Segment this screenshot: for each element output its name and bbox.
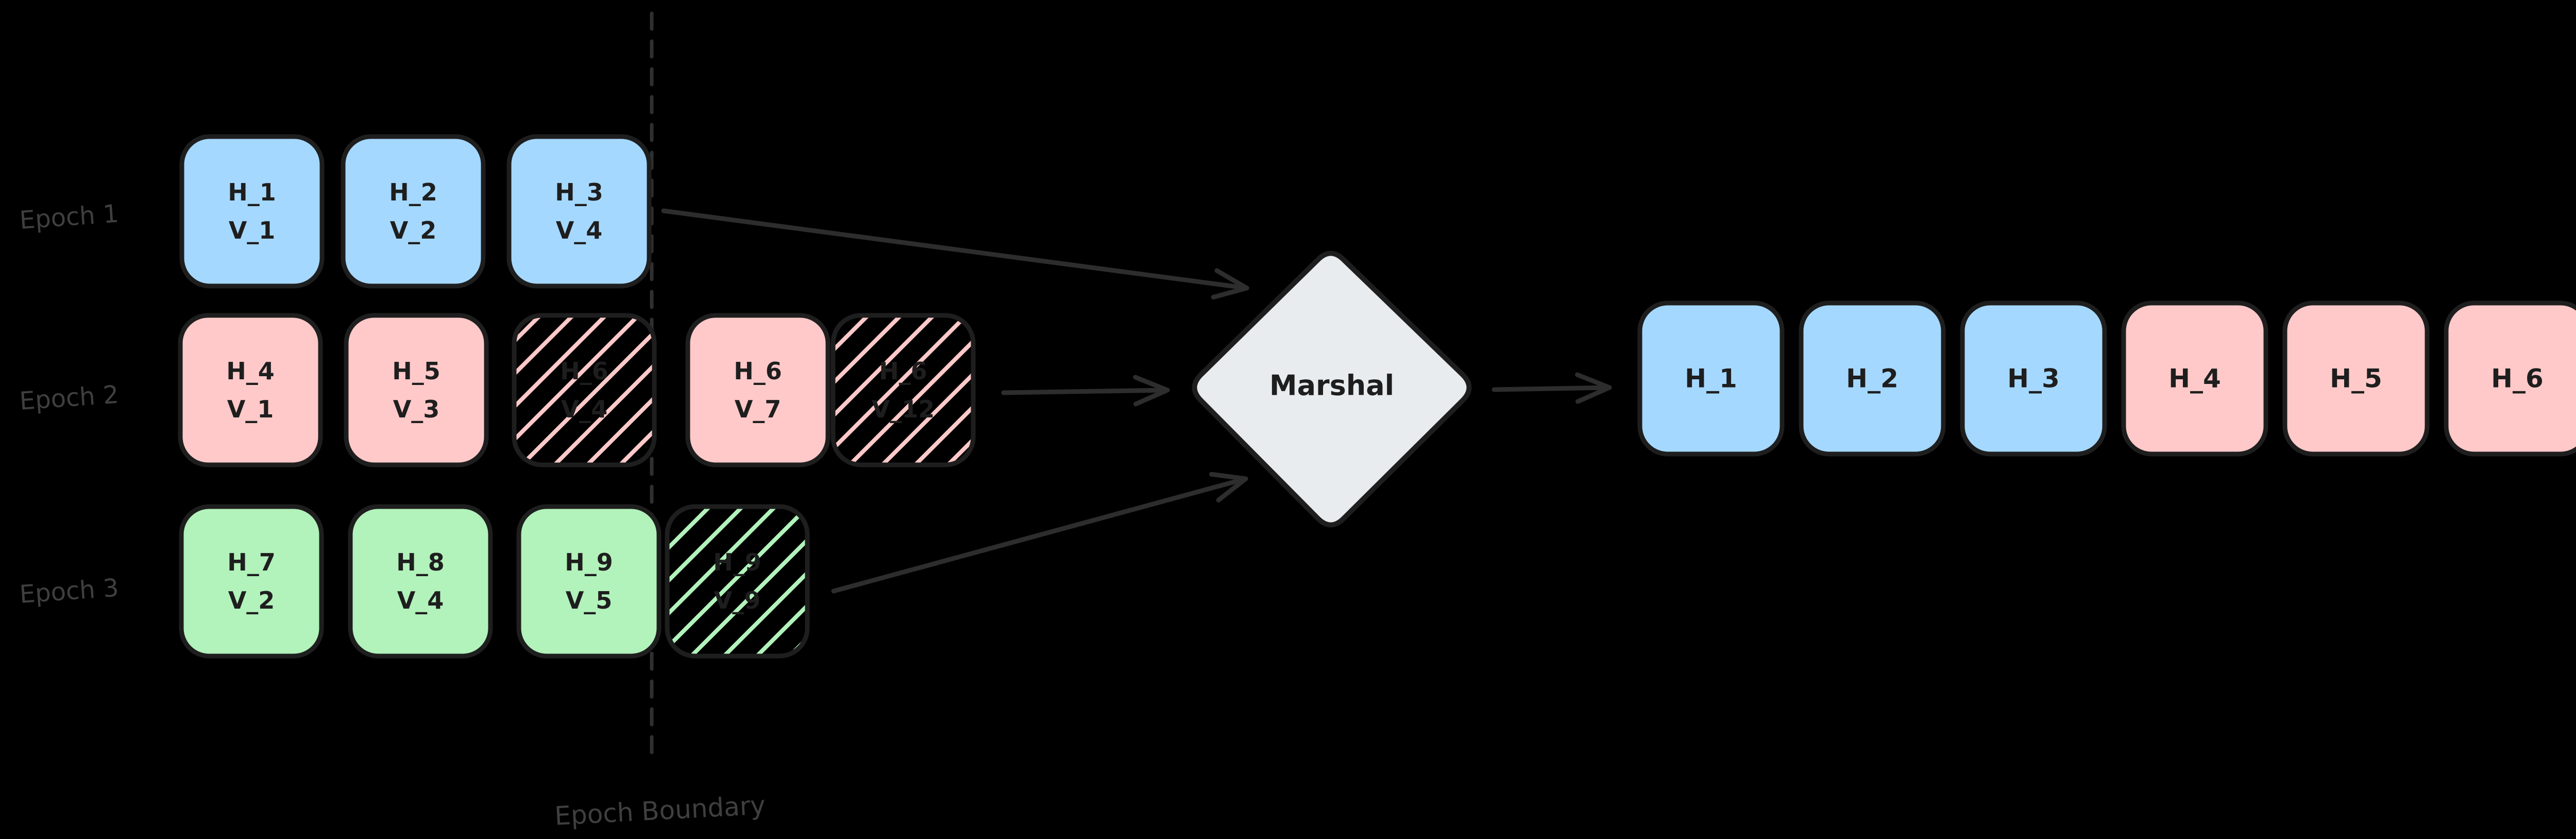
box-h-label: H_9 xyxy=(565,548,613,576)
output-box-label: H_5 xyxy=(2330,364,2382,394)
box-v-label: V_12 xyxy=(872,395,935,423)
epoch-box-rect xyxy=(685,313,831,467)
epoch-rows-group: H_1V_1H_2V_2H_3V_4H_4V_1H_5V_3H_6V_4H_6V… xyxy=(178,134,976,659)
output-box: H_6 xyxy=(2444,300,2576,457)
box-h-label: H_9 xyxy=(713,548,761,576)
epoch-box-discarded: H_6V_4 xyxy=(512,313,657,467)
epoch-3-label: Epoch 3 xyxy=(19,574,120,609)
box-h-label: H_8 xyxy=(396,548,445,576)
marshal-label: Marshal xyxy=(1269,370,1394,402)
box-v-label: V_5 xyxy=(566,586,613,614)
box-h-label: H_4 xyxy=(226,357,275,385)
epoch-box-rect xyxy=(348,504,493,659)
epoch-box-discarded: H_9V_9 xyxy=(665,504,810,659)
arrow-marshal-to-output xyxy=(1492,372,1612,404)
epoch-box: H_8V_4 xyxy=(348,504,493,659)
epoch-1-label: Epoch 1 xyxy=(19,199,120,235)
epoch-box-rect xyxy=(179,134,325,289)
output-box-rect xyxy=(1960,300,2107,457)
epoch-box: H_5V_3 xyxy=(344,313,489,467)
box-h-label: H_1 xyxy=(228,178,276,206)
epoch-box-rect xyxy=(344,313,489,467)
box-h-label: H_6 xyxy=(560,357,608,385)
output-box: H_1 xyxy=(1637,300,1785,457)
output-row-group: H_1H_2H_3H_4H_5H_6H_7H_8H_9 xyxy=(1637,300,2576,457)
output-box: H_2 xyxy=(1799,300,1946,457)
box-h-label: H_7 xyxy=(227,548,276,576)
output-box-rect xyxy=(2282,300,2430,457)
output-box-rect xyxy=(1799,300,1946,457)
arrow-epoch3-to-marshal xyxy=(831,472,1248,594)
box-h-label: H_6 xyxy=(734,357,782,385)
box-v-label: V_4 xyxy=(397,586,444,614)
epoch-box-rect xyxy=(512,313,657,467)
epoch-box: H_2V_2 xyxy=(341,134,486,289)
epoch-box: H_7V_2 xyxy=(179,504,324,659)
box-h-label: H_6 xyxy=(879,357,927,385)
epoch-boundary-label: Epoch Boundary xyxy=(554,790,766,831)
output-box-rect xyxy=(1637,300,1785,457)
epoch-box-rect xyxy=(506,134,652,289)
box-v-label: V_4 xyxy=(556,216,603,244)
epoch-box-rect xyxy=(178,313,323,467)
box-h-label: H_5 xyxy=(392,357,440,385)
arrow-epoch1-to-marshal xyxy=(661,208,1249,300)
box-v-label: V_1 xyxy=(229,216,276,244)
epoch-box: H_6V_7 xyxy=(685,313,831,467)
epoch-box-rect xyxy=(665,504,810,659)
box-v-label: V_3 xyxy=(393,395,440,423)
box-v-label: V_2 xyxy=(228,586,275,614)
output-box-rect xyxy=(2121,300,2268,457)
epoch-box: H_4V_1 xyxy=(178,313,323,467)
epoch-box-rect xyxy=(516,504,662,659)
box-h-label: H_3 xyxy=(555,178,603,206)
box-v-label: V_4 xyxy=(561,395,608,423)
epoch-box: H_3V_4 xyxy=(506,134,652,289)
epoch-box: H_1V_1 xyxy=(179,134,325,289)
marshal-diamond xyxy=(1192,250,1472,528)
output-box: H_5 xyxy=(2282,300,2430,457)
epoch-box-rect xyxy=(831,313,976,467)
box-h-label: H_2 xyxy=(389,178,437,206)
output-box-label: H_3 xyxy=(2007,364,2060,394)
box-v-label: V_1 xyxy=(227,395,274,423)
output-box-label: H_1 xyxy=(1685,364,1737,394)
arrow-epoch2-to-marshal xyxy=(1001,375,1170,407)
epoch-box-rect xyxy=(179,504,324,659)
output-box-label: H_2 xyxy=(1846,364,1899,394)
box-v-label: V_2 xyxy=(390,216,437,244)
marshal-node: Marshal xyxy=(1192,250,1472,528)
epoch-box-rect xyxy=(341,134,486,289)
output-box: H_4 xyxy=(2121,300,2268,457)
output-box-rect xyxy=(2444,300,2576,457)
epoch-box: H_9V_5 xyxy=(516,504,662,659)
box-v-label: V_7 xyxy=(735,395,782,423)
output-box-label: H_6 xyxy=(2491,364,2544,394)
epoch-box-discarded: H_6V_12 xyxy=(831,313,976,467)
epoch-2-label: Epoch 2 xyxy=(19,380,120,416)
output-box: H_3 xyxy=(1960,300,2107,457)
output-box-label: H_4 xyxy=(2168,364,2221,394)
box-v-label: V_9 xyxy=(714,586,761,614)
